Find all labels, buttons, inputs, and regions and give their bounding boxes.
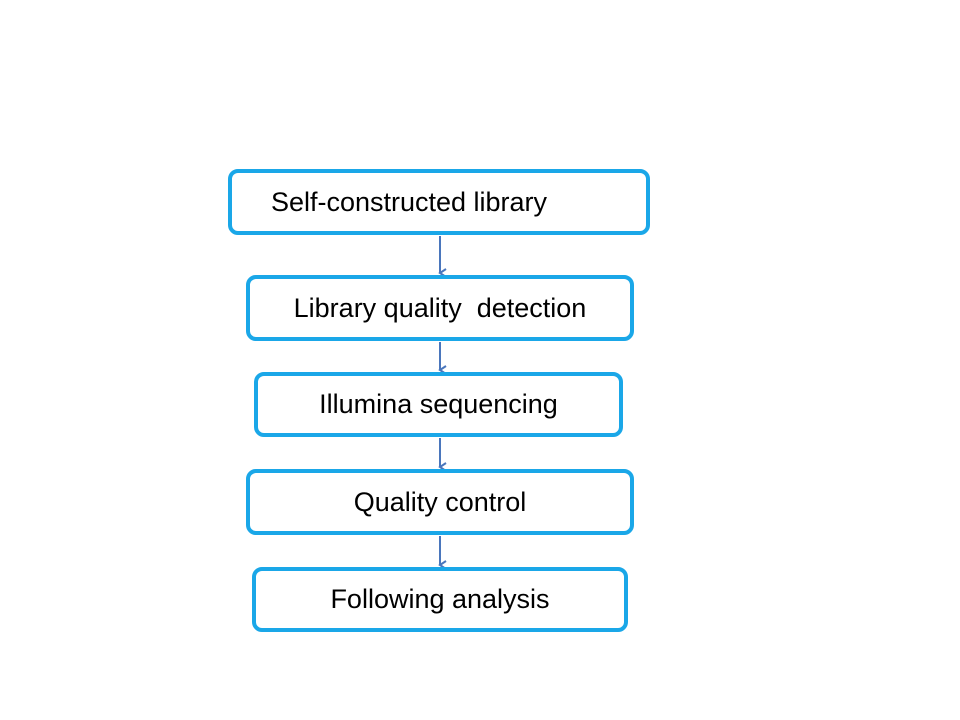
- step-box-quality-control: Quality control: [246, 469, 634, 535]
- step-box-illumina-sequencing: Illumina sequencing: [254, 372, 623, 437]
- step-label: Quality control: [353, 486, 527, 517]
- step-label: Illumina sequencing: [319, 389, 558, 419]
- step-label: Following analysis: [330, 584, 550, 614]
- step-box-self-constructed-library: Self-constructed library: [228, 169, 650, 235]
- step-box-library-quality-detection: Library quality detection: [246, 275, 634, 341]
- step-label: Library quality detection: [293, 292, 587, 323]
- step-label: Self-constructed library: [270, 186, 548, 217]
- step-box-following-analysis: Following analysis: [252, 567, 628, 632]
